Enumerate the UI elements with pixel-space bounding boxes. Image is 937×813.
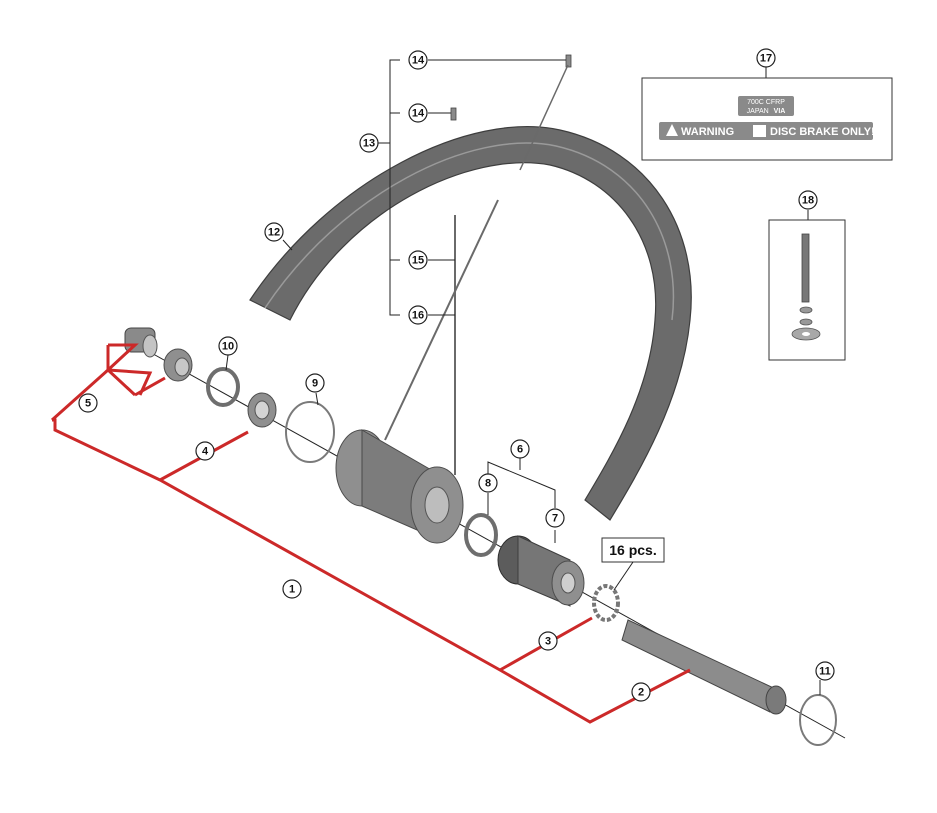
sticker-line2-country: JAPAN (747, 108, 769, 115)
disc-brake-text: DISC BRAKE ONLY! (770, 126, 875, 138)
quantity-label: 16 pcs. (609, 542, 656, 558)
sticker-line2: JAPAN VIA (747, 108, 786, 115)
callout-circle (408, 50, 428, 70)
callout-15: 15 (408, 250, 428, 270)
callout-14: 14 (408, 50, 428, 70)
ball-bearings (592, 584, 620, 622)
callout-8: 8 (478, 473, 498, 493)
callout-12: 12 (264, 222, 284, 242)
callout-9: 9 (305, 373, 325, 393)
bracket-5-top (51, 368, 109, 422)
valve-top (565, 54, 572, 68)
valve-set-box (768, 219, 846, 361)
callout-number: 8 (485, 478, 491, 490)
callout-circle (538, 631, 558, 651)
callout-6: 6 (510, 439, 530, 459)
disc-icon (753, 125, 766, 137)
bracket-5-cap-a (106, 345, 137, 397)
callout-number: 3 (545, 636, 551, 648)
callout-2: 2 (631, 682, 651, 702)
callout-number: 16 (412, 310, 424, 322)
callout-number: 13 (363, 138, 375, 150)
callout-circle (756, 48, 776, 68)
callout-circle (408, 250, 428, 270)
callout-4: 4 (195, 441, 215, 461)
callout-7: 7 (545, 508, 565, 528)
rim (249, 126, 692, 521)
callout-number: 18 (802, 195, 814, 207)
leader-lines (225, 59, 821, 695)
lock-nut (247, 392, 277, 428)
sticker-line1: 700C CFRP (747, 99, 785, 106)
callout-number: 14 (412, 108, 425, 120)
callout-circle (195, 441, 215, 461)
callout-number: 2 (638, 687, 644, 699)
callout-number: 11 (819, 666, 831, 678)
callout-number: 10 (222, 341, 234, 353)
callout-circle (798, 190, 818, 210)
callout-number: 12 (268, 227, 280, 239)
callout-number: 5 (85, 398, 91, 410)
callout-5: 5 (78, 393, 98, 413)
callout-number: 4 (202, 446, 209, 458)
callout-16: 16 (408, 305, 428, 325)
callout-circle (510, 439, 530, 459)
callout-circle (78, 393, 98, 413)
sticker-badge (738, 96, 794, 116)
quantity-box: 16 pcs. (601, 537, 665, 591)
callout-circle (218, 336, 238, 356)
axle-ring (799, 694, 837, 746)
end-cap-inner (163, 348, 193, 382)
bracket-5-cap-b (134, 376, 166, 397)
end-cap-outer (124, 327, 158, 358)
callout-number: 7 (552, 513, 558, 525)
clip-ring (285, 401, 335, 463)
callout-circle (815, 661, 835, 681)
callout-number: 9 (312, 378, 318, 390)
callout-circle (305, 373, 325, 393)
callout-circle (264, 222, 284, 242)
callout-number: 1 (289, 584, 295, 596)
spacer-ring (206, 367, 240, 407)
callout-circle (545, 508, 565, 528)
callout-11: 11 (815, 661, 835, 681)
callout-18: 18 (798, 190, 818, 210)
callout-circle (478, 473, 498, 493)
callout-17: 17 (756, 48, 776, 68)
warning-text: WARNING (681, 126, 734, 138)
spacer-ring-8 (464, 513, 498, 557)
callout-circle (408, 305, 428, 325)
callout-3: 3 (538, 631, 558, 651)
callout-number: 17 (760, 53, 772, 65)
callout-circle (282, 579, 302, 599)
callout-10: 10 (218, 336, 238, 356)
callout-number: 15 (412, 255, 424, 267)
red-brackets (51, 343, 691, 724)
callout-1: 1 (282, 579, 302, 599)
sticker-line2-brand: VIA (774, 108, 786, 115)
spoke-long (384, 199, 499, 441)
callout-circle (359, 133, 379, 153)
callout-14: 14 (408, 103, 428, 123)
hub-shell (335, 429, 464, 544)
warning-triangle-icon (666, 124, 678, 136)
sticker-box: 700C CFRP JAPAN VIA WARNING DISC BRAKE O… (641, 77, 893, 161)
freehub-body (497, 535, 585, 607)
valve-middle (450, 107, 457, 121)
callout-13: 13 (359, 133, 379, 153)
axle (621, 619, 787, 715)
callout-circle (408, 103, 428, 123)
callout-number: 14 (412, 55, 425, 67)
spoke-to-valve (519, 64, 569, 171)
callout-circle (631, 682, 651, 702)
callout-number: 6 (517, 444, 523, 456)
